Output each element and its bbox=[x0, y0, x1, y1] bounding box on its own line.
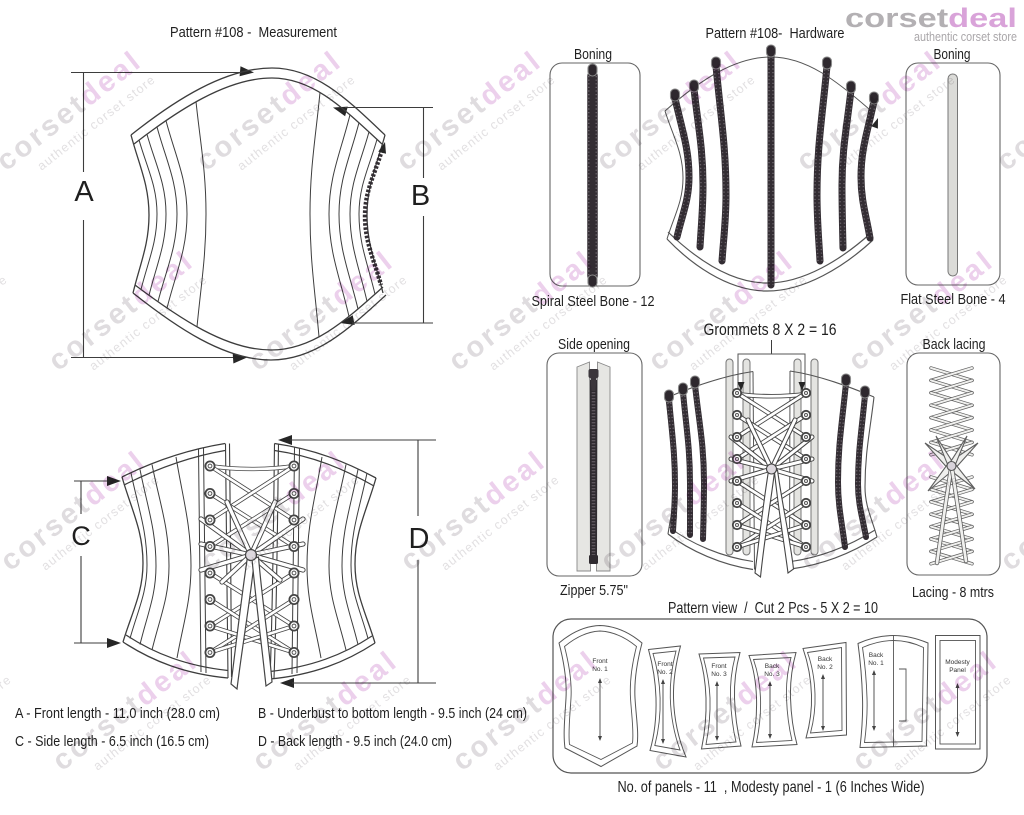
svg-text:B: B bbox=[411, 180, 430, 212]
svg-text:Pattern view / Cut 2 Pcs - 5: Pattern view / Cut 2 Pcs - 5 X 2 = 10 bbox=[668, 600, 878, 617]
svg-text:No. 2: No. 2 bbox=[817, 664, 833, 671]
svg-text:Front: Front bbox=[657, 661, 672, 668]
svg-text:No. of panels - 11 , Modesty: No. of panels - 11 , Modesty panel - 1 (… bbox=[618, 779, 925, 796]
svg-text:Pattern #108 - Measurement: Pattern #108 - Measurement bbox=[170, 24, 338, 41]
svg-text:Side opening: Side opening bbox=[558, 336, 630, 353]
svg-text:No. 2: No. 2 bbox=[657, 669, 673, 676]
svg-text:Front: Front bbox=[592, 658, 607, 665]
svg-text:Back: Back bbox=[869, 652, 884, 659]
svg-text:authentic corset store: authentic corset store bbox=[914, 30, 1017, 44]
svg-text:Back: Back bbox=[818, 656, 833, 663]
svg-text:Pattern #108- Hardware: Pattern #108- Hardware bbox=[706, 25, 845, 42]
svg-text:Boning: Boning bbox=[934, 46, 971, 63]
svg-text:No. 3: No. 3 bbox=[711, 671, 727, 678]
svg-text:Lacing - 8 mtrs: Lacing - 8 mtrs bbox=[912, 584, 994, 601]
svg-text:Modesty: Modesty bbox=[945, 659, 970, 666]
svg-text:Boning: Boning bbox=[574, 46, 612, 63]
svg-text:Zipper 5.75": Zipper 5.75" bbox=[560, 582, 628, 599]
svg-text:Front: Front bbox=[711, 663, 726, 670]
svg-text:Back lacing: Back lacing bbox=[923, 336, 986, 353]
svg-text:A: A bbox=[74, 176, 94, 208]
svg-text:No. 1: No. 1 bbox=[868, 660, 884, 667]
